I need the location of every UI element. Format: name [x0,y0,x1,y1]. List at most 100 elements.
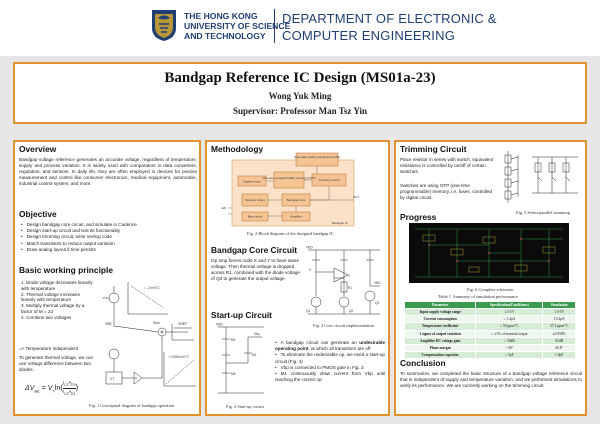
objective-item: Match transistors to reduce output varia… [21,241,197,247]
table-cell: 13.4μA [542,315,576,324]
startup-emphasis: undesirable operating point [275,340,385,352]
trimming-heading: Trimming Circuit [400,144,467,154]
trimming-text-2: Switches are using OTP (one-time program… [400,183,493,200]
core-r1-label: R1 [348,286,352,290]
startup-heading: Start-up Circuit [211,310,272,320]
block-diagram: Automatic testing equipment (ATE) Digita… [222,152,359,227]
sum-label: Sum [153,321,160,325]
startup-vbp-label: Vbp [254,332,260,336]
vt-slope-label: ≈ 0.085 mV/°C [168,355,189,359]
table1-caption: Table 1. Summary of simulation performan… [438,294,518,299]
ic-label: Bandgap IC [332,221,349,225]
startup-bullet: To eliminate the undesirable op, we need… [275,352,385,364]
vbe-slope-label: ≈ -2 mV/°C [144,286,160,290]
vt-label: VT [110,377,114,381]
table-cell: Amplifier DC voltage gain [403,336,477,345]
conclusion-heading: Conclusion [400,358,446,368]
university-name-line-2: UNIVERSITY OF SCIENCE [184,21,291,31]
title-box: Bandgap Reference IC Design (MS01a-23) W… [13,62,587,124]
fig2-caption: Fig. 2 Block diagram of the designed ban… [247,231,334,236]
table-cell: 1.8pF [542,351,576,360]
startup-m1-label: M1 [252,353,257,357]
header: THE HONG KONG UNIVERSITY OF SCIENCE AND … [0,0,600,54]
startup-bullet-text: A bandgap circuit can generate an [280,340,360,345]
supervisor: Supervisor: Professor Man Tsz Yin [232,106,367,116]
table-cell: > 60° [475,343,544,353]
block-startup: Start-up circuit [245,198,265,202]
table-cell: 1.5-5V [475,307,544,317]
core-text: Op amp forces node X and Y to have same … [211,258,300,281]
conclusion-text: To summarize, we completed the basic str… [400,371,582,388]
core-q2-label: Q2 [349,309,353,313]
objective-item: Design bandgap core circuit, and simulat… [21,222,197,228]
overview-heading: Overview [19,144,57,154]
table-row: 3 sigma of output variation≤ ±1% of nomi… [403,329,576,338]
complete-schematic [409,223,569,283]
principle-list: 1. Diode voltage decreases linearly with… [21,280,93,321]
principle-heading: Basic working principle [19,265,114,275]
table-header: Simulation [542,301,576,309]
principle-item: 2. Thermal voltage increases linearly wi… [21,291,80,303]
block-otp: One-time programmable memory (OTP) [262,176,315,180]
fig3-caption: Fig. 3 Core circuit implementation [313,323,374,328]
overview-text: Bandgap voltage reference generates an a… [19,157,197,186]
simulation-summary-table: Parameter Specification(Conditions) Simu… [403,301,576,360]
startup-bullet: M1 continuously draw current from Vbp un… [275,371,385,383]
block-trimming: Trimming circuit [318,178,339,182]
principle-note: To generate thermal voltage, we can use … [19,355,94,372]
methodology-heading: Methodology [211,144,264,154]
gain-k-label: K [135,377,138,381]
principle-item: 4. Combine two voltages [21,314,72,320]
table-header: Specification(Conditions) [475,301,544,309]
poster-title: Bandgap Reference IC Design (MS01a-23) [164,70,436,86]
fig1-caption: Fig. 1 Conceptual diagram of bandgap ope… [89,403,175,408]
table-cell: Input supply voltage range [403,307,477,317]
progress-heading: Progress [400,212,437,222]
table-cell: > 50dB [475,336,544,345]
core-vbg-label: VBG [374,281,381,285]
startup-vdd-label: VDD [216,323,223,327]
university-logo [152,10,176,41]
core-q3-label: Q3 [375,301,379,305]
table-cell: Compensation capacitor [403,351,477,360]
department-name-line-1: DEPARTMENT OF ELECTRONIC & [282,11,497,26]
principle-item: 3. Multiply thermal voltage by a factor … [21,303,85,314]
trimming-text-1: Place resistor in series with switch, eq… [400,157,494,174]
fig5-caption: Fig. 5 Series/parallel trimming [516,210,570,215]
startup-bullets: A bandgap circuit can generate an undesi… [275,340,385,383]
table-cell: Current consumption [403,315,477,324]
core-vdd-label: VDD [306,246,313,250]
startup-bullet: A bandgap circuit can generate an undesi… [275,340,385,352]
table-cell: ≤ 1.4μA [475,315,544,324]
core-heading: Bandgap Core Circuit [211,245,298,255]
startup-bullet: Vbp is connected to PMOS gate in Fig. 3 [275,365,385,371]
table-header-row: Parameter Specification(Conditions) Simu… [403,301,576,309]
table-cell: ±0.958% [542,329,576,338]
author: Wong Yuk Ming [268,91,332,101]
table-cell: 1.5-5V [542,307,576,317]
left-panel [13,140,201,416]
table-cell: 60.8° [542,343,576,353]
table-cell: ≤ 5pF [475,351,544,360]
block-digital: Digital circuit [243,180,260,184]
objective-item: Design trimming circuit, write Verilog c… [21,234,197,240]
table-row: Phase margin> 60°60.8° [403,343,576,353]
core-q1-label: Q1 [306,309,310,313]
table-cell: 85dB [542,336,576,345]
principle-item: 1. Diode voltage decreases linearly with… [21,280,93,291]
bandgap-concept-diagram: ≈ -2 mV/°C VBE Sum VREF VT K ≈ 0.085 mV/… [102,282,196,387]
vref-label: VREF [178,322,187,326]
table-cell: 37.2 ppm/°C [542,322,576,331]
table-cell: Phase margin [403,343,477,353]
pin-en: EN [222,206,226,210]
header-divider [274,9,275,43]
objective-heading: Objective [19,209,57,219]
principle-result: => Temperature independent [19,346,78,351]
core-node-x: X [309,268,312,272]
